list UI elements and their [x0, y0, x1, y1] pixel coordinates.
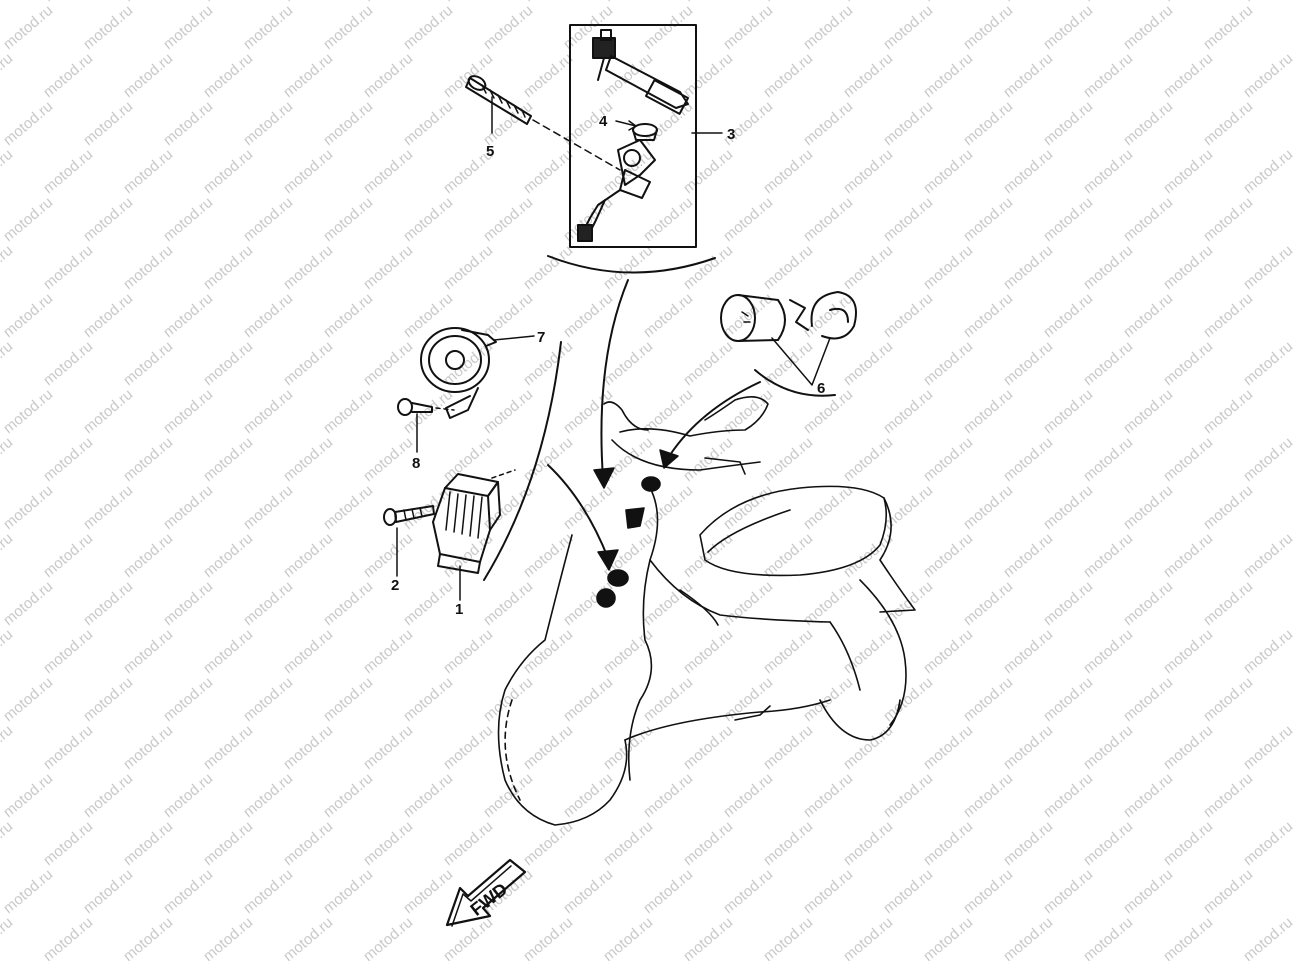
switch-arrow: [600, 279, 629, 479]
bolt-2-icon: [383, 505, 435, 577]
lock-rod-icon: [592, 29, 690, 115]
horn-arc: [483, 341, 562, 581]
rectifier-arrow: [547, 464, 609, 559]
inset-arc: [547, 255, 716, 274]
bolt-8-icon: [397, 398, 455, 453]
switch-cap-icon: [632, 123, 658, 141]
flasher-arc: [754, 369, 836, 397]
main-switch-icon: [577, 139, 656, 242]
rectifier-regulator-icon: [432, 469, 516, 574]
inset-frame: [569, 24, 697, 248]
scooter-outline-icon: [497, 396, 916, 826]
flasher-relay-icon: [720, 291, 857, 342]
horn-icon: [420, 327, 497, 419]
bolt-5-icon: [465, 75, 621, 171]
flasher-arrow: [669, 381, 761, 456]
fwd-direction-badge: [445, 858, 527, 927]
main-switch-inset: [569, 24, 723, 248]
